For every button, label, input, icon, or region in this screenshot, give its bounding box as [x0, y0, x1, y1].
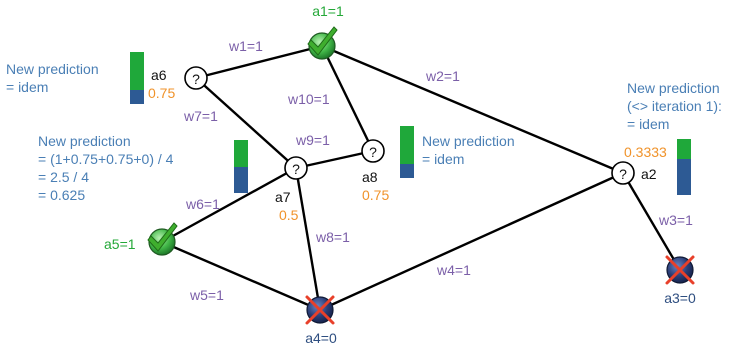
edge-label-w1: w1=1	[228, 38, 263, 54]
annotation-a2-line-3: = idem	[627, 116, 669, 132]
edge-label-w8: w8=1	[315, 229, 350, 245]
node-a5: a5=1	[104, 222, 178, 256]
node-a1: a1=1	[307, 3, 344, 60]
edge-w1	[195, 44, 323, 80]
edge-w5	[161, 240, 321, 312]
node-a6-label: a6	[151, 67, 167, 83]
node-a8-value: 0.75	[362, 187, 389, 203]
annotation-a7-line-3: = 2.5 / 4	[38, 169, 89, 185]
node-a7: ? a7 0.5	[275, 156, 308, 223]
cross-icon	[665, 255, 695, 285]
edge-w6	[161, 166, 297, 244]
edge-label-w5: w5=1	[189, 287, 224, 303]
question-mark-icon: ?	[619, 166, 627, 182]
annotation-a6-line-1: New prediction	[6, 61, 99, 77]
cross-icon	[305, 295, 335, 325]
edge-w8	[294, 167, 322, 311]
edge-label-w10: w10=1	[287, 91, 330, 107]
annotation-a7-line-1: New prediction	[38, 133, 131, 149]
prediction-bar-a7	[234, 140, 248, 193]
prediction-bar-a6	[130, 52, 144, 104]
node-a7-label: a7	[275, 189, 291, 205]
edge-w9	[295, 149, 374, 170]
node-a2: ? a2 0.3333	[611, 144, 667, 185]
node-a2-label: a2	[641, 166, 657, 182]
annotation-a2-line-1: New prediction	[627, 80, 720, 96]
node-a3: a3=0	[664, 255, 696, 306]
node-a8-label: a8	[362, 169, 378, 185]
question-mark-icon: ?	[192, 71, 200, 87]
annotation-a8-line-1: New prediction	[422, 133, 515, 149]
edge-w4	[319, 171, 624, 312]
node-a6-value: 0.75	[148, 85, 175, 101]
node-a4-label: a4=0	[305, 330, 337, 346]
edge-label-w2: w2=1	[425, 68, 460, 84]
edge-w7	[195, 77, 297, 169]
question-mark-icon: ?	[292, 161, 300, 177]
node-a1-label: a1=1	[312, 3, 344, 19]
edge-label-w3: w3=1	[658, 212, 693, 228]
annotation-a2-line-2: (<> iteration 1):	[627, 98, 722, 114]
annotation-a8-line-2: = idem	[422, 151, 464, 167]
node-a2-value: 0.3333	[624, 144, 667, 160]
node-a6: ? a6 0.75	[148, 66, 208, 101]
annotation-a7-line-2: = (1+0.75+0.75+0) / 4	[38, 151, 174, 167]
edge-label-w7: w7=1	[183, 108, 218, 124]
edge-label-w9: w9=1	[295, 132, 330, 148]
edge-w10	[320, 45, 375, 152]
node-a5-label: a5=1	[104, 236, 136, 252]
annotation-a6: New prediction = idem	[6, 61, 99, 95]
annotation-a8: New prediction = idem	[422, 133, 515, 167]
edge-w2	[321, 44, 624, 175]
edge-label-w4: w4=1	[436, 262, 471, 278]
annotation-a7-line-4: = 0.625	[38, 187, 85, 203]
annotation-a2: New prediction (<> iteration 1): = idem	[627, 80, 722, 132]
edge-labels: w1=1 w2=1 w10=1 w7=1 w9=1 w6=1 w8=1 w5=1…	[183, 38, 693, 303]
annotation-a6-line-2: = idem	[6, 79, 48, 95]
prediction-bar-a2	[677, 139, 691, 195]
checkmark-icon	[147, 222, 178, 252]
question-mark-icon: ?	[369, 144, 377, 160]
edge-label-w6: w6=1	[185, 196, 220, 212]
edges	[161, 44, 682, 312]
annotation-a7: New prediction = (1+0.75+0.75+0) / 4 = 2…	[38, 133, 174, 203]
node-a7-value: 0.5	[279, 207, 299, 223]
checkmark-icon	[307, 26, 338, 56]
node-a4: a4=0	[305, 295, 337, 346]
node-a8: ? a8 0.75	[361, 139, 389, 203]
edge-w3	[621, 172, 682, 271]
node-a3-label: a3=0	[664, 290, 696, 306]
prediction-bar-a8	[400, 126, 414, 178]
